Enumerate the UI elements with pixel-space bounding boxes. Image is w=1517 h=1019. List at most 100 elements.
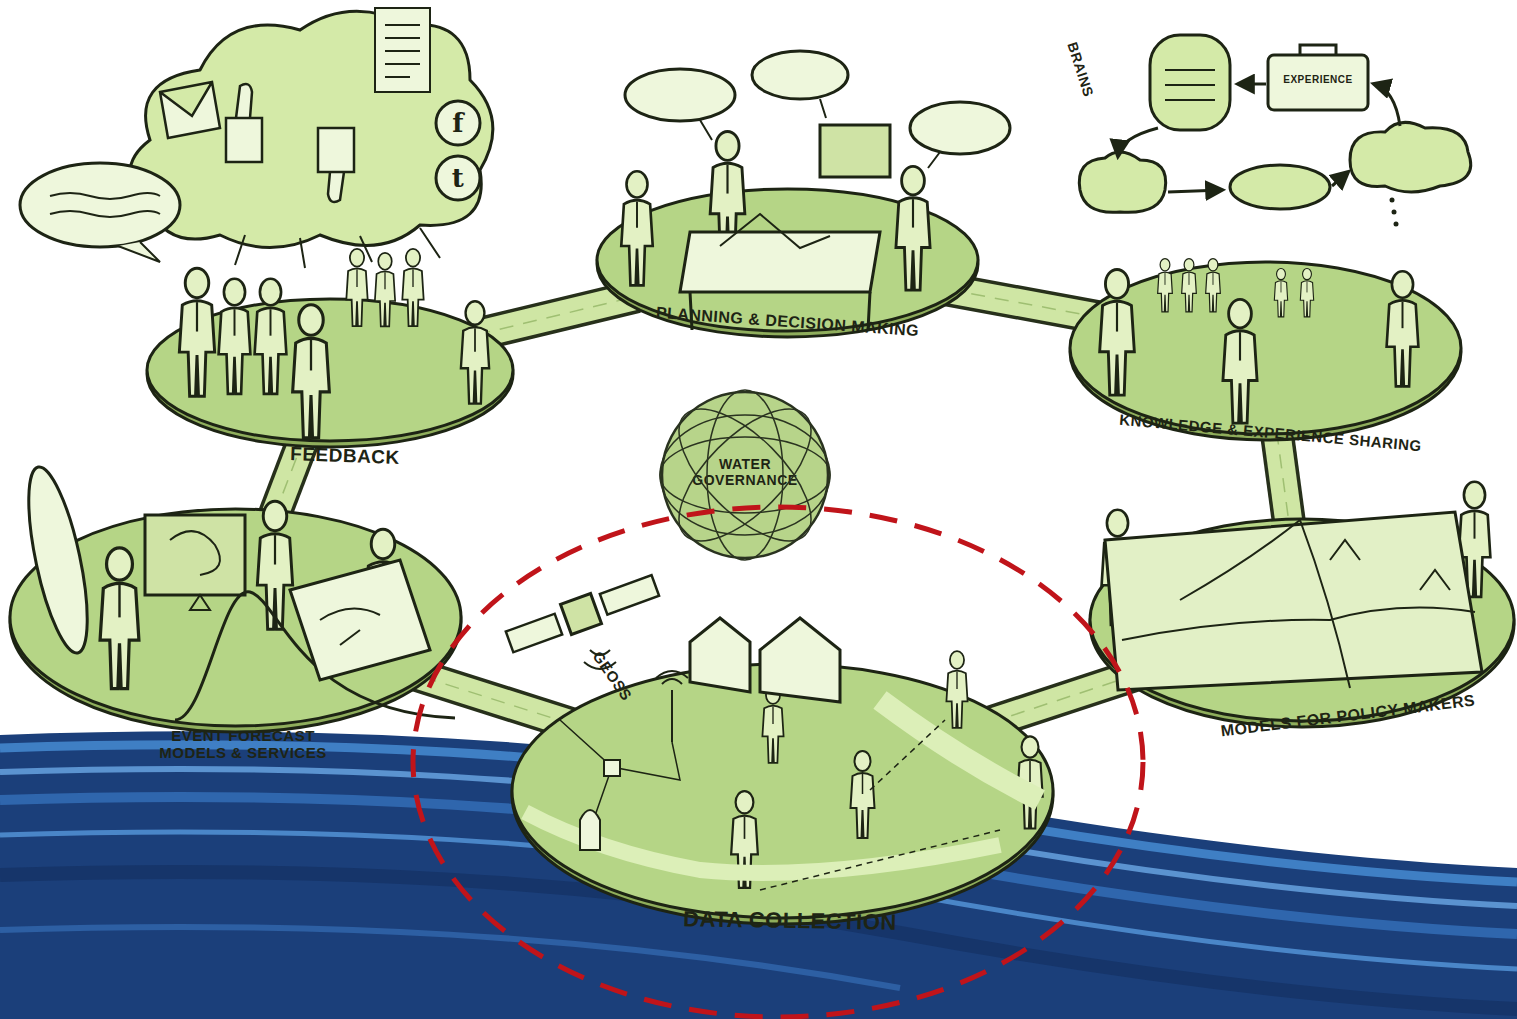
globe-lines-part	[658, 388, 832, 562]
knowledge-cycle-part	[1238, 83, 1266, 86]
knowledge-cycle-part	[1165, 70, 1215, 100]
people-figures-part	[1274, 269, 1287, 317]
connector-fill	[989, 674, 1138, 723]
feedback-cloud-part	[130, 11, 493, 247]
highlight-ring	[413, 507, 1143, 1017]
people-figures-part	[731, 791, 758, 888]
planning-scene-part	[700, 99, 940, 168]
forecast-scene-part	[290, 560, 430, 680]
forecast-scene	[17, 463, 455, 720]
facebook-icon: f	[444, 108, 472, 138]
knowledge-cycle-part	[1268, 55, 1368, 110]
connector-texture	[1277, 431, 1289, 524]
people-figures-part	[1102, 510, 1134, 625]
connector-group	[412, 673, 574, 724]
globe-lines-part	[660, 437, 830, 513]
people-figures-part	[257, 501, 292, 629]
platform-top	[512, 664, 1053, 918]
knowledge-cycle-part	[1118, 128, 1158, 156]
connector-band	[948, 289, 1097, 317]
platform-top	[147, 299, 513, 441]
forecast-scene-part	[17, 463, 100, 658]
data-collection-scene-part	[604, 760, 620, 776]
data-collection-scene-part	[880, 700, 1040, 800]
data-collection-scene-part	[690, 618, 750, 692]
connector-group	[989, 674, 1138, 723]
planning-scene-part	[680, 232, 880, 292]
knowledge-cycle	[1079, 35, 1470, 227]
data-collection-scene-part	[760, 618, 840, 702]
knowledge-cycle-part	[1300, 45, 1336, 55]
planning-scene-part	[690, 292, 870, 330]
people-figures-part	[365, 529, 400, 657]
data-collection-scene-part	[560, 593, 601, 634]
forecast-scene-part	[170, 531, 220, 610]
feedback-platform: FEEDBACK	[145, 295, 515, 445]
twitter-icon: t	[444, 163, 472, 193]
water-wave-part	[0, 927, 900, 988]
knowledge-cycle-part	[1394, 222, 1399, 227]
planning-scene	[625, 51, 1010, 330]
connector-group	[948, 289, 1097, 317]
data-collection-scene-part	[656, 671, 688, 742]
people-figures-part	[946, 651, 967, 728]
knowledge-cycle-part	[1374, 84, 1400, 126]
policy-map	[1105, 512, 1482, 690]
brains-label: BRAINS	[1060, 29, 1099, 110]
platform-label: WATER GOVERNANCE	[680, 456, 810, 488]
forecast-scene-part	[145, 515, 245, 595]
connector-fill	[412, 673, 574, 724]
connector-fill	[476, 296, 636, 335]
data-collection-scene-part	[525, 812, 1000, 873]
platform-top	[597, 189, 978, 331]
people-figures	[100, 131, 1490, 887]
connector-texture	[989, 674, 1138, 723]
globe-lines-part	[707, 390, 783, 560]
data-collection-scene-part	[584, 650, 616, 669]
people-figures-part	[762, 686, 783, 763]
data-collection-scene-part	[760, 720, 1000, 890]
connector-fill	[1277, 431, 1289, 524]
planning-platform: PLANNING & DECISION MAKING	[595, 185, 980, 335]
people-figures-part	[896, 166, 930, 290]
feedback-cloud-part	[375, 8, 430, 92]
people-figures-part	[1182, 259, 1197, 312]
briefcase-label: EXPERIENCE	[1270, 74, 1366, 85]
people-figures-part	[851, 751, 875, 838]
knowledge-cycle-part	[1350, 122, 1471, 192]
knowledge-cycle-part	[1390, 198, 1395, 203]
policy-platform: MODELS FOR POLICY MAKERS	[1088, 515, 1516, 725]
policy-map-part	[1122, 520, 1475, 688]
people-figures-part	[621, 171, 652, 285]
planning-scene-part	[752, 51, 848, 99]
planning-scene-part	[910, 102, 1010, 154]
connector-fill	[948, 289, 1097, 317]
globe-shape	[662, 392, 828, 558]
people-figures-part	[1459, 482, 1491, 597]
people-figures-part	[461, 301, 489, 403]
people-figures-part	[1158, 259, 1173, 312]
platform-top	[1070, 262, 1461, 434]
data-collection-scene-part	[600, 575, 659, 614]
data-collection-scene-part	[506, 614, 562, 652]
policy-map-part	[1330, 540, 1450, 590]
people-figures-part	[1223, 299, 1257, 423]
platform-label: DATA COLLECTION	[630, 905, 950, 936]
globe-lines-part	[660, 415, 830, 535]
forecast-scene-part	[175, 592, 455, 720]
feedback-cloud-part	[118, 242, 160, 262]
feedback-cloud	[20, 8, 493, 268]
connector-group	[1277, 431, 1289, 524]
data-collection-scene-part	[580, 810, 600, 850]
knowledge-cycle-part	[1168, 190, 1222, 192]
data-collection-scene	[506, 575, 1040, 890]
people-figures-part	[710, 131, 745, 257]
connector-texture	[476, 296, 636, 335]
globe-lines	[658, 388, 832, 562]
planning-scene-part	[720, 214, 830, 248]
connector-texture	[948, 289, 1097, 317]
people-figures-part	[1017, 736, 1042, 828]
connector-band	[1277, 431, 1289, 524]
node-outline	[145, 295, 515, 445]
